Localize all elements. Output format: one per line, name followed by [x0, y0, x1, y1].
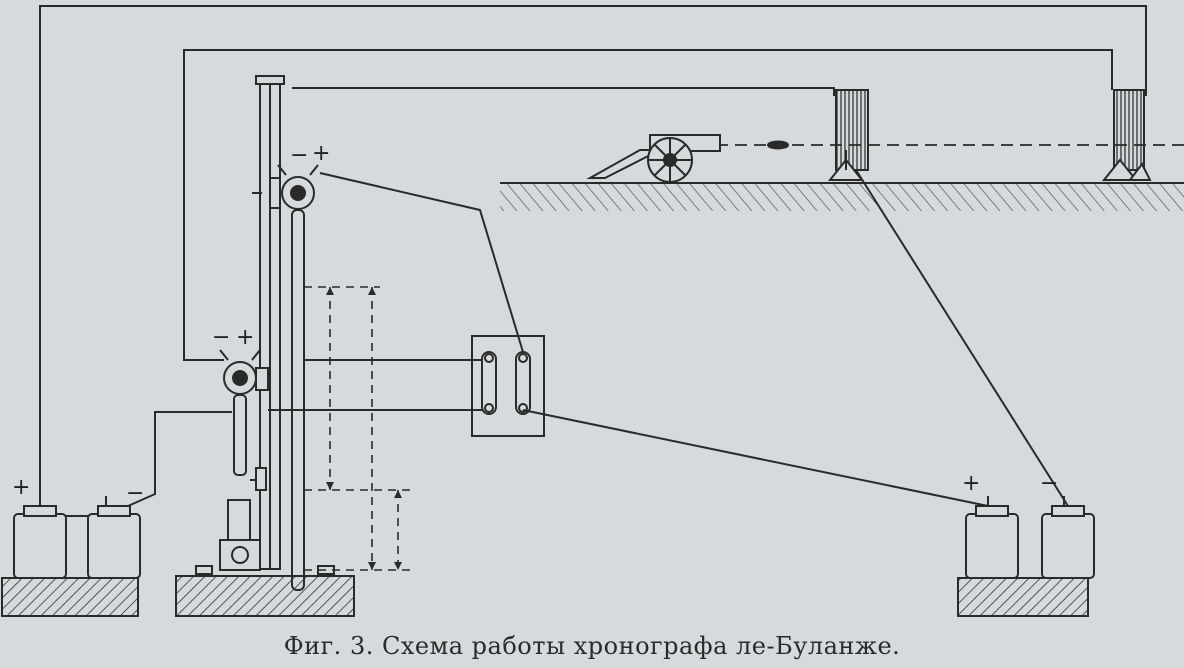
right-battery-plus-sign: + [962, 471, 980, 496]
second-circuit-wire [183, 49, 1113, 361]
projectile [767, 140, 789, 150]
chronograph-column [255, 75, 285, 570]
measurement-arrowheads [326, 287, 402, 570]
chronograph-pedestal [175, 575, 355, 617]
switch-box [471, 335, 545, 437]
left-battery-minus [87, 496, 141, 579]
right-battery-minus-sign: − [1040, 471, 1058, 496]
right-battery-plus [965, 496, 1019, 579]
target-wire [292, 87, 835, 96]
lower-magnet-minus-sign: − [212, 325, 230, 350]
right-battery-minus [1041, 496, 1095, 579]
left-battery-plus-sign: + [12, 475, 30, 500]
target-screen-2 [1101, 89, 1152, 181]
lower-electromagnet [219, 349, 269, 491]
upper-magnet-plus-sign: + [312, 141, 330, 166]
left-battery-pedestal [1, 577, 139, 617]
lower-magnet-plus-sign: + [236, 325, 254, 350]
upper-electromagnet [252, 164, 319, 210]
wire-switch-to-right-battery [522, 409, 989, 507]
left-battery-plus [13, 496, 67, 579]
ground-strip [500, 183, 1184, 211]
upper-magnet-minus-sign: − [290, 143, 308, 168]
target-screen-1 [827, 89, 869, 181]
figure-caption: Фиг. 3. Схема работы хронографа ле-Булан… [283, 632, 901, 660]
falling-rod [291, 209, 305, 591]
cannon [586, 134, 721, 183]
left-battery-minus-sign: − [126, 481, 144, 506]
wire-target-to-right-battery [855, 169, 1069, 507]
wire-magnet-to-switch [319, 172, 524, 353]
right-battery-pedestal [957, 577, 1089, 617]
measurement-marks [304, 286, 410, 571]
wire-left-battery-to-magnet [127, 411, 232, 507]
outer-circuit-wire [39, 5, 1147, 505]
